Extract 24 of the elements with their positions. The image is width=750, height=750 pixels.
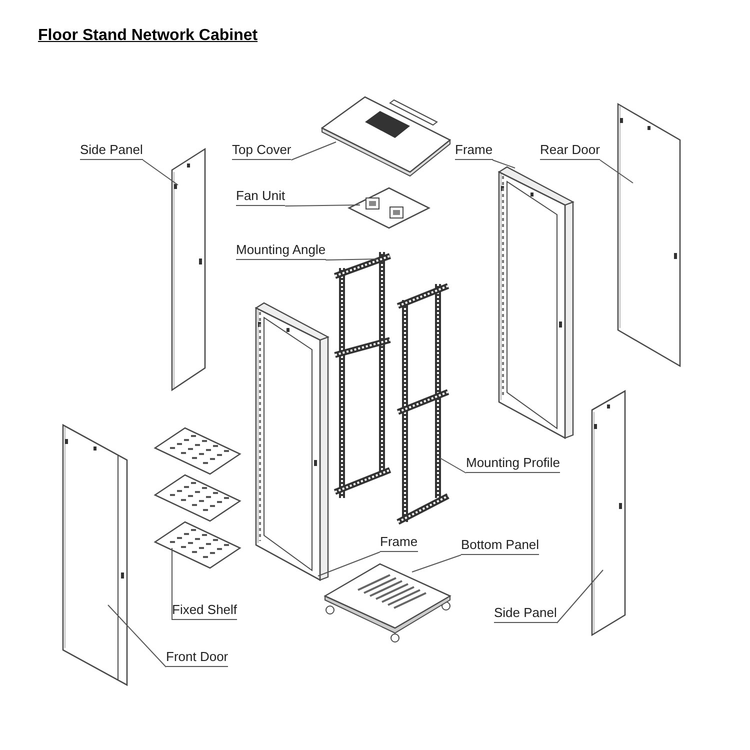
leader-line (290, 142, 336, 160)
part-label: Side Panel (494, 605, 557, 623)
leader-line (325, 258, 378, 260)
diagram-title: Floor Stand Network Cabinet (38, 26, 258, 46)
leader-line (492, 160, 516, 168)
part-label: Fan Unit (236, 188, 286, 206)
part-label: Fixed Shelf (172, 602, 238, 620)
part-label: Frame (380, 534, 418, 552)
part-label: Frame (455, 142, 493, 160)
leader-line (318, 552, 380, 576)
leader-line (599, 160, 634, 184)
part-label: Mounting Angle (236, 242, 326, 260)
part-label: Front Door (166, 649, 228, 667)
leader-line (440, 458, 466, 474)
part-label: Top Cover (232, 142, 292, 160)
leader-line (412, 554, 462, 572)
part-label: Side Panel (80, 142, 143, 160)
leader-line (142, 160, 178, 186)
part-label: Bottom Panel (461, 537, 540, 555)
leader-line (284, 204, 360, 206)
leader-line (108, 604, 166, 668)
part-label: Rear Door (540, 142, 600, 160)
part-label: Mounting Profile (466, 455, 560, 473)
leader-line (556, 570, 604, 624)
